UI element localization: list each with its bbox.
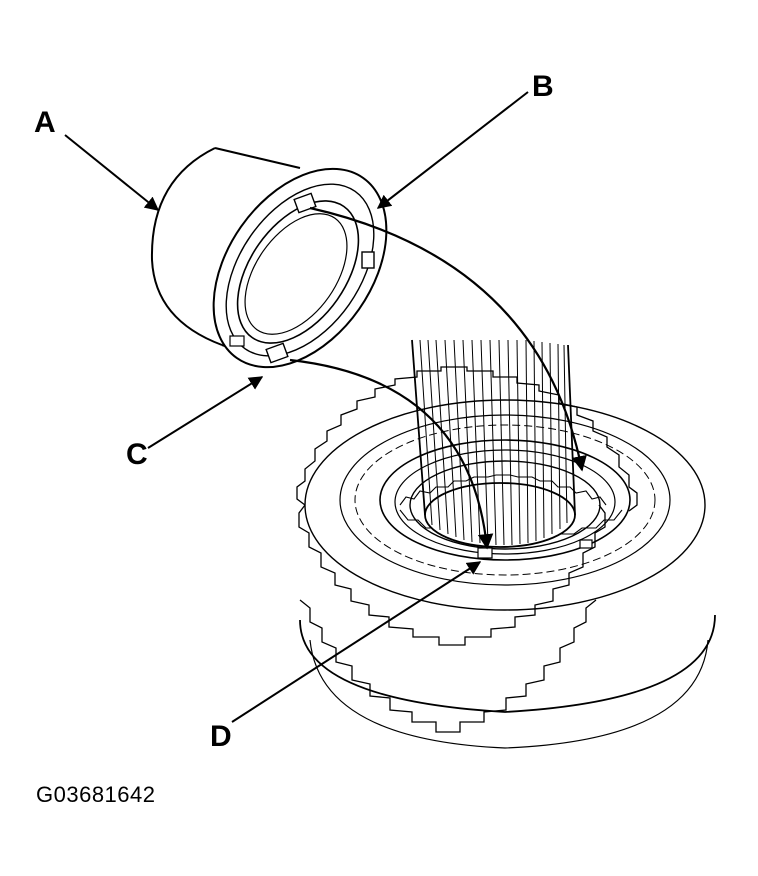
callout-label-c: C bbox=[126, 438, 148, 471]
alignment-curves bbox=[289, 206, 587, 550]
figure-id: G03681642 bbox=[36, 782, 156, 807]
callout-label-d: D bbox=[210, 720, 232, 753]
callout-label-a: A bbox=[34, 106, 56, 139]
leader-arrows bbox=[64, 91, 529, 723]
gear-assembly bbox=[296, 366, 716, 749]
callout-label-b: B bbox=[532, 70, 554, 103]
synchro-ring bbox=[212, 167, 388, 369]
